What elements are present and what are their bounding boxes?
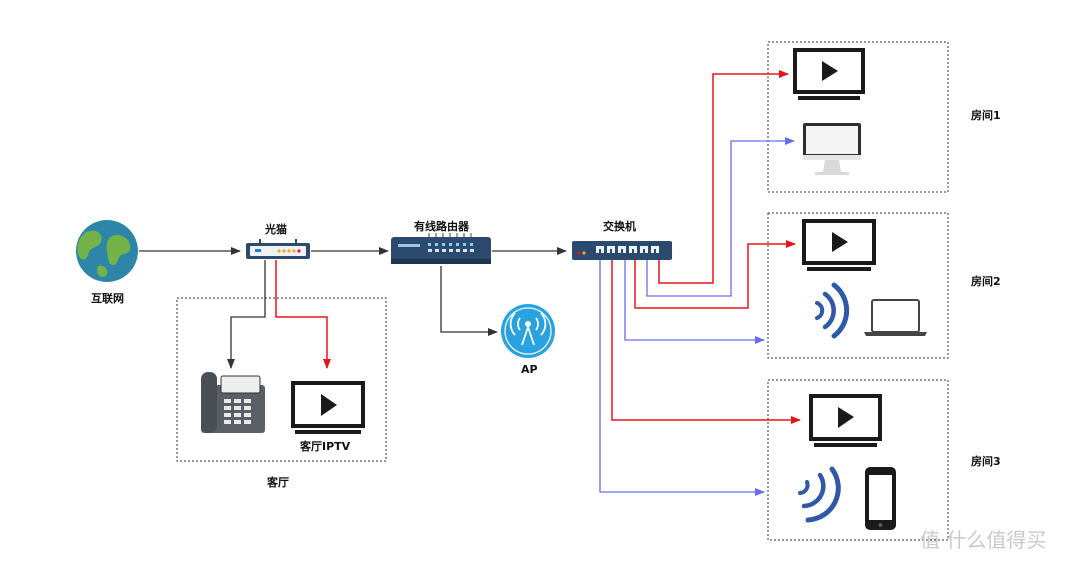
lan-link-room1: [646, 137, 795, 297]
monitor-icon: [803, 123, 861, 175]
tv-icon: [793, 48, 865, 100]
tv-icon: [809, 394, 882, 447]
lan-link-room2: [624, 258, 765, 344]
globe-icon: [76, 220, 138, 282]
wifi-icon: [815, 282, 850, 339]
living-room-iptv-label: 客厅IPTV: [300, 440, 351, 453]
room1-box: [767, 41, 949, 193]
wifi-icon: [798, 466, 841, 523]
lan-link-room3: [599, 258, 765, 496]
ap-label: AP: [521, 363, 538, 376]
watermark: 值 什么值得买: [920, 528, 1047, 552]
tv-icon: [802, 219, 876, 271]
tv-icon: [291, 381, 365, 434]
laptop-icon: [864, 299, 927, 336]
room2-label: 房间2: [971, 275, 1001, 288]
router-label: 有线路由器: [414, 220, 469, 233]
modem-label: 光猫: [265, 223, 287, 236]
router-icon: [391, 233, 491, 264]
phone-icon: [201, 372, 265, 433]
link-router-ap: [440, 266, 498, 336]
room3-box: [767, 379, 949, 541]
switch-label: 交换机: [603, 220, 636, 233]
living-room-label: 客厅: [267, 476, 289, 489]
room2-box: [767, 212, 949, 359]
internet-label: 互联网: [91, 292, 124, 305]
iptv-link-room3: [611, 258, 801, 424]
ap-icon: [501, 304, 555, 358]
link-modem-phone: [227, 260, 266, 369]
iptv-link-living-room: [275, 260, 331, 369]
living-room-box: [176, 297, 387, 462]
modem-icon: [246, 239, 310, 259]
iptv-link-room2: [634, 240, 796, 309]
smartphone-icon: [865, 467, 896, 530]
iptv-link-room1: [658, 70, 789, 284]
room1-label: 房间1: [971, 109, 1001, 122]
switch-icon: [572, 241, 672, 260]
room3-label: 房间3: [971, 455, 1001, 468]
